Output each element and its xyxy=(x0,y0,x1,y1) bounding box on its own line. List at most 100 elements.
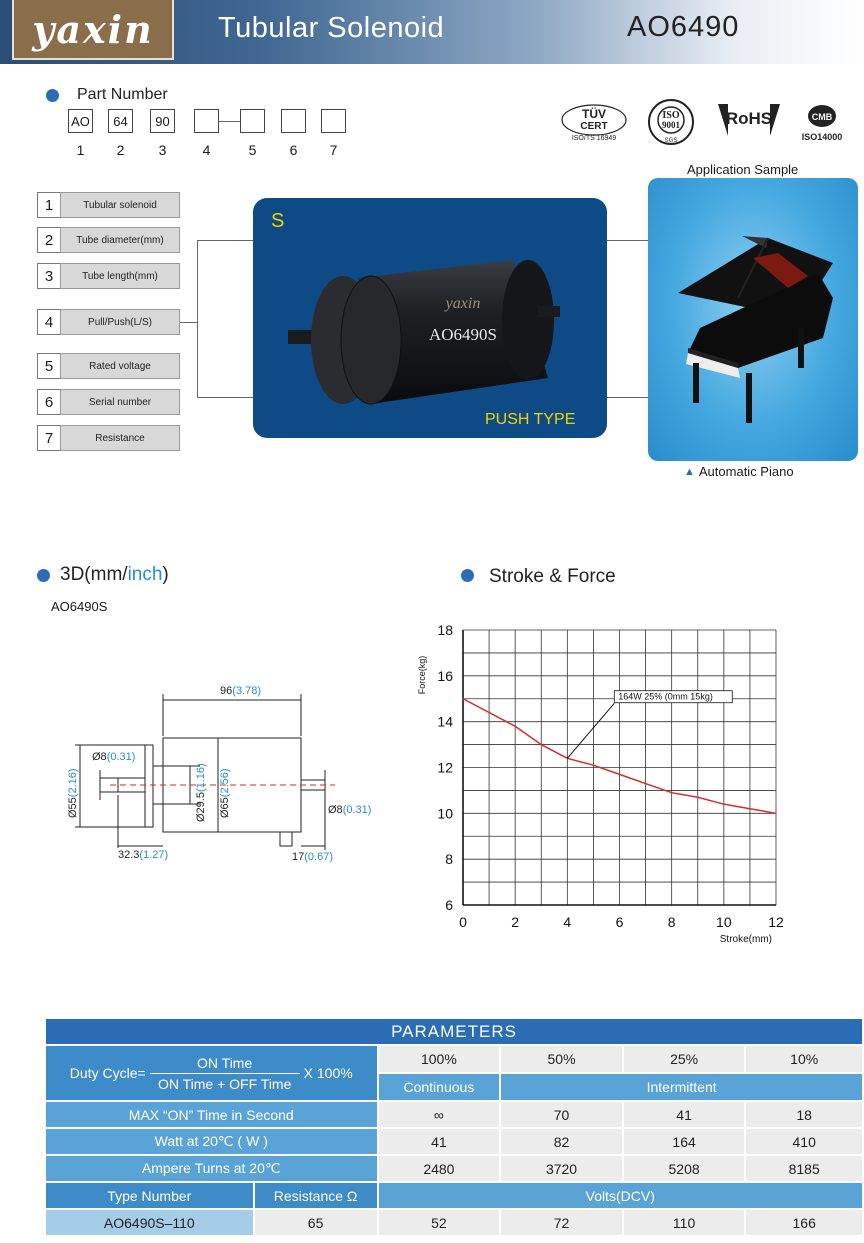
series-point xyxy=(671,792,673,794)
row-value: 70 xyxy=(499,1100,624,1129)
svg-text:ISO/TS 16949: ISO/TS 16949 xyxy=(572,135,616,142)
product-panel: S yaxin AO6490S PUSH TYPE xyxy=(253,198,607,438)
series-point xyxy=(644,782,647,785)
spec-label: Pull/Push(L/S) xyxy=(60,309,180,335)
duty-10: 10% xyxy=(744,1044,864,1074)
x-axis-label: Stroke(mm) xyxy=(720,934,772,945)
connector-line xyxy=(197,397,255,398)
part-box: 90 xyxy=(150,109,175,133)
series-point xyxy=(749,808,751,810)
svg-text:ISO14000: ISO14000 xyxy=(802,132,843,142)
y-tick-label: 14 xyxy=(437,714,453,730)
series-point xyxy=(723,803,725,805)
series-point xyxy=(697,796,699,798)
type-number-header: Type Number xyxy=(44,1181,255,1210)
connector-line xyxy=(197,240,255,241)
part-box: 64 xyxy=(108,109,133,133)
row-value: 3720 xyxy=(499,1154,624,1183)
chart-heading: Stroke & Force xyxy=(489,566,616,587)
dimension-heading: 3D(mm/inch) xyxy=(60,564,169,586)
dim-body: Ø65(2.56) xyxy=(219,768,231,818)
duty-multiplier: X 100% xyxy=(303,1065,353,1081)
annotation-box xyxy=(613,690,733,704)
spec-label: Tube diameter(mm) xyxy=(60,227,180,253)
triangle-icon: ▲ xyxy=(684,465,695,478)
series-point xyxy=(488,711,490,714)
intermittent-label: Intermittent xyxy=(499,1072,864,1102)
page-title: Tubular Solenoid xyxy=(218,12,445,44)
part-box xyxy=(281,109,306,133)
volts-cell: 72 xyxy=(499,1208,624,1237)
annotation-label: 164W 25% (0mm 15kg) xyxy=(618,692,713,702)
annotation-leader xyxy=(566,703,615,759)
y-axis-label: Force(kg) xyxy=(417,656,427,695)
solenoid-photo: yaxin AO6490S xyxy=(288,260,560,405)
row-value: 8185 xyxy=(744,1154,864,1183)
iso9001-badge: ISO 9001 SGS xyxy=(647,98,695,146)
row-value: 410 xyxy=(744,1127,864,1156)
x-tick-label: 12 xyxy=(768,914,784,930)
dim-rshaft: Ø8(0.31) xyxy=(328,804,371,816)
dim-shaft: Ø8(0.31) xyxy=(92,751,135,763)
svg-text:TÜV: TÜV xyxy=(582,106,606,121)
parameters-title: PARAMETERS xyxy=(44,1017,864,1046)
svg-text:RoHS: RoHS xyxy=(726,109,772,128)
push-letter: S xyxy=(271,210,285,232)
svg-text:ISO: ISO xyxy=(662,110,679,121)
part-dash xyxy=(219,121,240,122)
y-tick-label: 8 xyxy=(445,851,453,867)
volts-header: Volts(DCV) xyxy=(376,1181,864,1210)
volts-cell: 166 xyxy=(744,1208,864,1237)
svg-text:9001: 9001 xyxy=(662,120,681,130)
dimension-drawing: 96(3.78) Ø8(0.31) Ø8(0.31) 32.3(1.27) 17… xyxy=(67,685,371,863)
part-position: 7 xyxy=(329,142,338,158)
series-point xyxy=(540,743,542,746)
spec-label: Resistance xyxy=(60,425,180,451)
parameters-table: PARAMETERS Duty Cycle= ON Time ON Time +… xyxy=(44,1017,864,1237)
tuv-cert-badge: TÜV CERT ISO/TS 16949 xyxy=(560,102,628,142)
resistance-cell: 65 xyxy=(252,1208,379,1237)
application-caption: ▲ Automatic Piano xyxy=(684,464,794,479)
series-point xyxy=(462,698,464,700)
y-tick-label: 16 xyxy=(437,668,453,684)
fraction-bar xyxy=(149,1072,300,1074)
part-position: 1 xyxy=(76,142,85,158)
part-box xyxy=(194,109,219,133)
drawing-model: AO6490S xyxy=(51,599,108,614)
svg-text:CERT: CERT xyxy=(580,121,607,132)
spec-label: Tubular solenoid xyxy=(60,192,180,218)
dim-right-len: 17(0.67) xyxy=(292,851,333,863)
x-tick-label: 0 xyxy=(459,914,467,930)
part-position: 2 xyxy=(116,142,125,158)
connector-line xyxy=(606,240,648,241)
duty-50: 50% xyxy=(499,1044,624,1074)
duty-numerator: ON Time xyxy=(197,1054,253,1071)
volts-cell: 52 xyxy=(376,1208,502,1237)
spec-number: 6 xyxy=(37,389,61,415)
part-position: 4 xyxy=(202,142,211,158)
y-tick-label: 6 xyxy=(445,897,453,913)
row-label: MAX “ON” Time in Second xyxy=(44,1100,379,1129)
row-value: 41 xyxy=(376,1127,502,1156)
spec-label: Rated voltage xyxy=(60,353,180,379)
svg-text:CMB: CMB xyxy=(812,112,833,122)
heading-part: ) xyxy=(162,564,169,585)
part-box xyxy=(321,109,346,133)
rohs-badge: RoHS xyxy=(716,100,782,140)
series-point xyxy=(618,773,621,775)
brand-logo: yaxin xyxy=(12,0,174,60)
duty-100: 100% xyxy=(376,1044,502,1074)
duty-cycle-formula: Duty Cycle= ON Time ON Time + OFF Time X… xyxy=(44,1044,379,1102)
heading-part: 3D(mm/ xyxy=(60,564,128,585)
spec-label: Serial number xyxy=(60,389,180,415)
part-box: AO xyxy=(68,109,93,133)
row-value: 5208 xyxy=(621,1154,747,1183)
spec-number: 5 xyxy=(37,353,61,379)
duty-label: Duty Cycle= xyxy=(69,1065,146,1081)
dim-length: 96(3.78) xyxy=(220,685,261,697)
application-title: Application Sample xyxy=(687,162,799,177)
duty-25: 25% xyxy=(621,1044,747,1074)
engraving-model: AO6490S xyxy=(429,325,497,344)
row-value: 18 xyxy=(744,1100,864,1129)
